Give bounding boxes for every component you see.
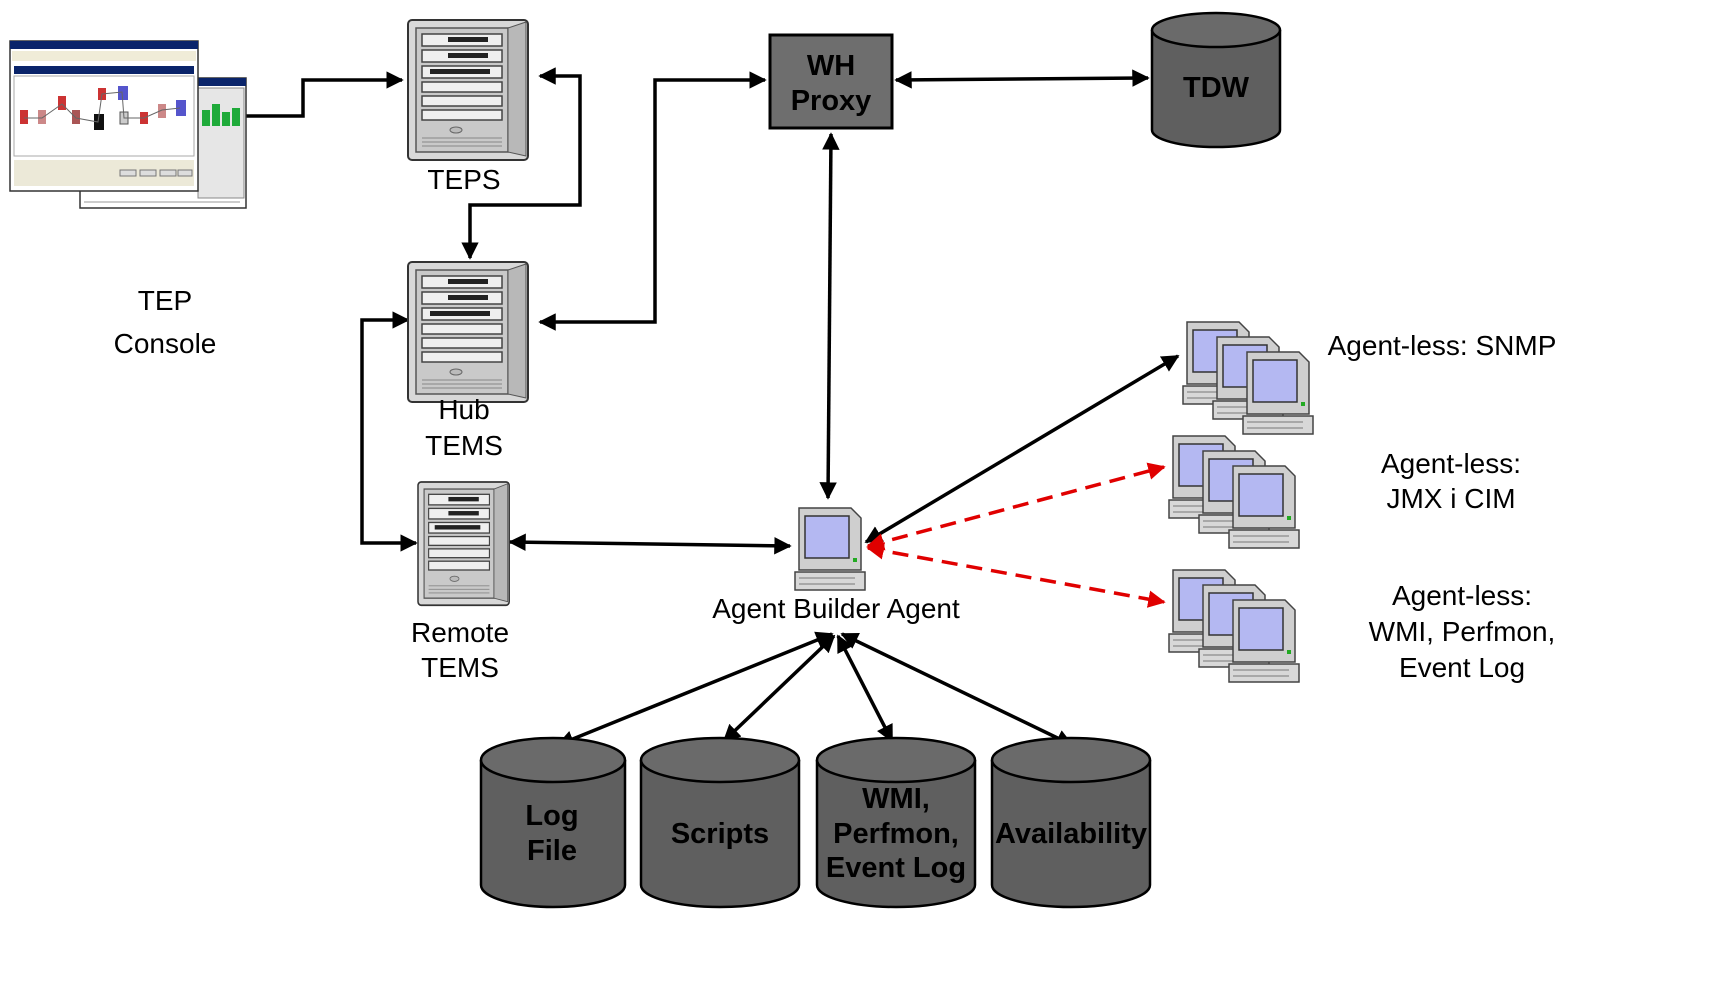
remote-tems-label-1: Remote <box>411 617 509 648</box>
tdw-database-icon[interactable] <box>1150 11 1282 149</box>
wmi-source-label-2: Perfmon, <box>833 818 959 850</box>
data-source-cylinder-availability[interactable] <box>990 736 1152 909</box>
wh-proxy-box[interactable] <box>768 33 894 130</box>
tep-console-label-2: Console <box>114 328 217 359</box>
link-agent-jmx <box>866 462 1166 551</box>
agentless-jmx-computer-group-icon <box>1169 436 1299 548</box>
hub-tems-server-icon <box>407 261 529 403</box>
remote-tems-server-icon <box>417 481 511 607</box>
connections <box>194 67 1180 748</box>
data-source-cylinder-wmi[interactable] <box>815 736 977 909</box>
link-whproxy-agent <box>819 132 840 500</box>
agentless-wmi-computer-group-icon <box>1169 570 1299 682</box>
link-whproxy-tdw <box>894 69 1150 89</box>
hub-tems-label-2: TEMS <box>425 430 503 461</box>
agentless-jmx-label-2: JMX i CIM <box>1386 483 1515 514</box>
agentless-wmi-label-2: WMI, Perfmon, <box>1369 616 1556 647</box>
tdw-label: TDW <box>1183 72 1250 104</box>
console-screenshot-icon <box>9 40 247 209</box>
agentless-wmi-label-1: Agent-less: <box>1392 580 1532 611</box>
link-agent-scripts <box>722 634 836 743</box>
agentless-snmp-label: Agent-less: SNMP <box>1328 330 1557 361</box>
link-console-teps <box>194 71 404 125</box>
link-hub-whproxy <box>538 71 767 331</box>
data-source-cylinder-scripts[interactable] <box>639 736 801 909</box>
logfile-label-1: Log <box>525 800 578 832</box>
wh-proxy-label-2: Proxy <box>791 85 872 117</box>
wmi-source-label-3: Event Log <box>826 852 966 884</box>
wh-proxy-label-1: WH <box>807 50 855 82</box>
remote-tems-label-2: TEMS <box>421 652 499 683</box>
link-agent-wmi-src <box>836 634 894 743</box>
agentless-wmi-label-3: Event Log <box>1399 652 1525 683</box>
agentless-snmp-computer-group-icon <box>1183 322 1313 434</box>
agentless-jmx-label-1: Agent-less: <box>1381 448 1521 479</box>
link-agent-logfile <box>556 631 834 748</box>
teps-label: TEPS <box>427 164 500 195</box>
link-agent-wmi <box>866 542 1166 608</box>
link-agent-availability <box>840 632 1074 747</box>
teps-server-icon <box>407 19 529 161</box>
agent-builder-agent-icon <box>794 507 866 591</box>
availability-label: Availability <box>995 818 1147 850</box>
link-hub-remote <box>360 311 418 552</box>
hub-tems-label-1: Hub <box>438 394 489 425</box>
tep-console-label-1: TEP <box>138 285 192 316</box>
wmi-source-label-1: WMI, <box>862 783 930 815</box>
logfile-label-2: File <box>527 835 577 867</box>
scripts-label: Scripts <box>671 818 769 850</box>
link-remote-agent <box>508 533 792 555</box>
link-agent-snmp <box>864 354 1180 544</box>
data-source-cylinder-logfile[interactable] <box>479 736 627 909</box>
agent-builder-agent-label: Agent Builder Agent <box>712 593 960 624</box>
